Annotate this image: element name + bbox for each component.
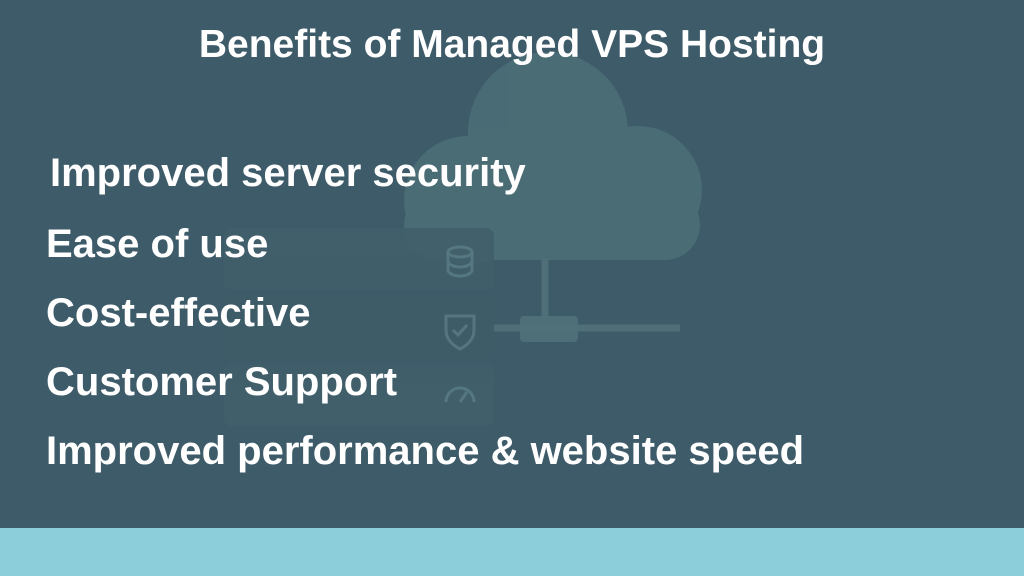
benefit-item-cost-effective: Cost-effective xyxy=(46,291,311,335)
slide-title: Benefits of Managed VPS Hosting xyxy=(198,23,826,66)
benefit-item-ease-of-use: Ease of use xyxy=(46,222,269,266)
benefit-item-security: Improved server security xyxy=(50,151,526,195)
footer-band xyxy=(0,528,1024,576)
benefit-item-performance: Improved performance & website speed xyxy=(46,429,805,473)
benefit-item-customer-support: Customer Support xyxy=(46,360,398,404)
